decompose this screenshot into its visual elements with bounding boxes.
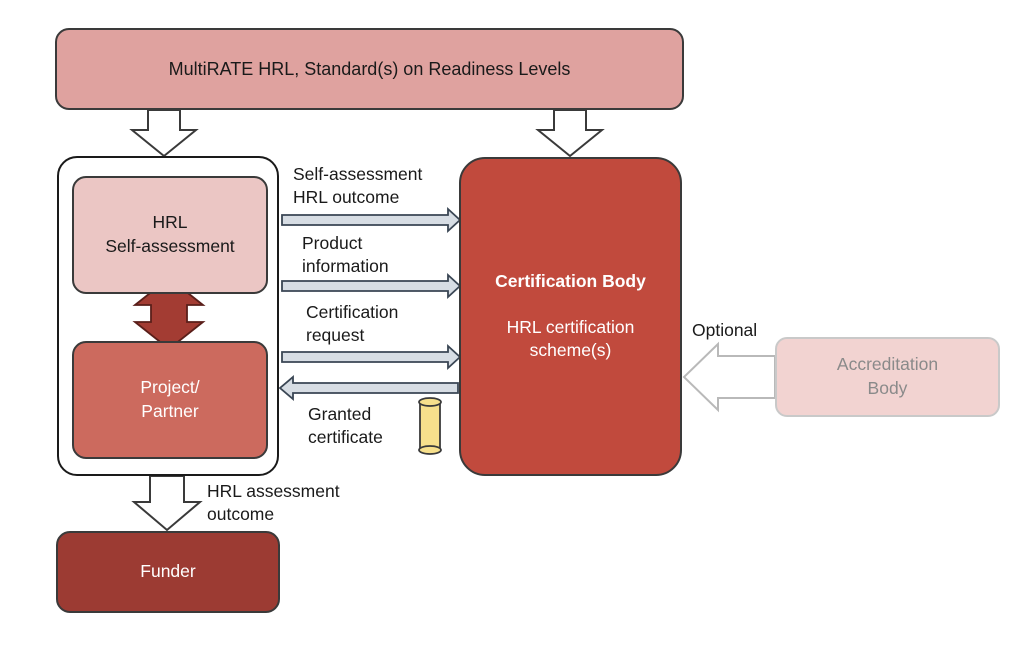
project-line2: Partner: [141, 401, 199, 421]
standard-to-project-group-arrow: [129, 109, 199, 158]
certification-request-arrow: [281, 343, 462, 371]
product-information-label: Product information: [302, 233, 389, 276]
granted-certificate-arrow: [278, 375, 459, 401]
self-assessment-outcome-label: Self-assessment HRL outcome: [293, 164, 423, 207]
project-partner-box: Project/ Partner: [72, 341, 268, 459]
self-assessment-line1: HRL: [152, 212, 188, 233]
funder-box: Funder: [56, 531, 280, 613]
standard-box-label: MultiRATE HRL, Standard(s) on Readiness …: [168, 58, 571, 79]
certification-body-box: Certification Body HRL certification sch…: [459, 157, 682, 476]
certification-line2: scheme(s): [529, 340, 612, 361]
standard-to-certification-arrow: [535, 109, 605, 158]
project-group-container: [57, 156, 279, 476]
self-assessment-outcome-arrow: [281, 206, 462, 234]
self-assessment-box: HRL Self-assessment: [72, 176, 268, 294]
accreditation-line2: Body: [867, 378, 908, 398]
accreditation-line1: Accreditation: [836, 354, 939, 375]
certification-title: Certification Body: [495, 271, 646, 292]
accreditation-arrow: [682, 341, 776, 413]
self-assessment-line2: Self-assessment: [105, 236, 235, 256]
accreditation-body-box: Accreditation Body: [775, 337, 1000, 417]
product-information-arrow: [281, 272, 462, 300]
standard-box: MultiRATE HRL, Standard(s) on Readiness …: [55, 28, 684, 110]
certification-line1: HRL certification: [506, 316, 635, 337]
certificate-scroll-icon: [418, 397, 442, 455]
optional-label: Optional: [692, 320, 758, 340]
funder-label: Funder: [140, 561, 196, 582]
hrl-assessment-outcome-label: HRL assessment outcome: [207, 481, 340, 524]
certification-request-label: Certification request: [306, 302, 399, 345]
granted-certificate-label: Granted certificate: [308, 404, 383, 447]
group-to-funder-arrow: [131, 475, 203, 532]
project-line1: Project/: [140, 377, 200, 398]
